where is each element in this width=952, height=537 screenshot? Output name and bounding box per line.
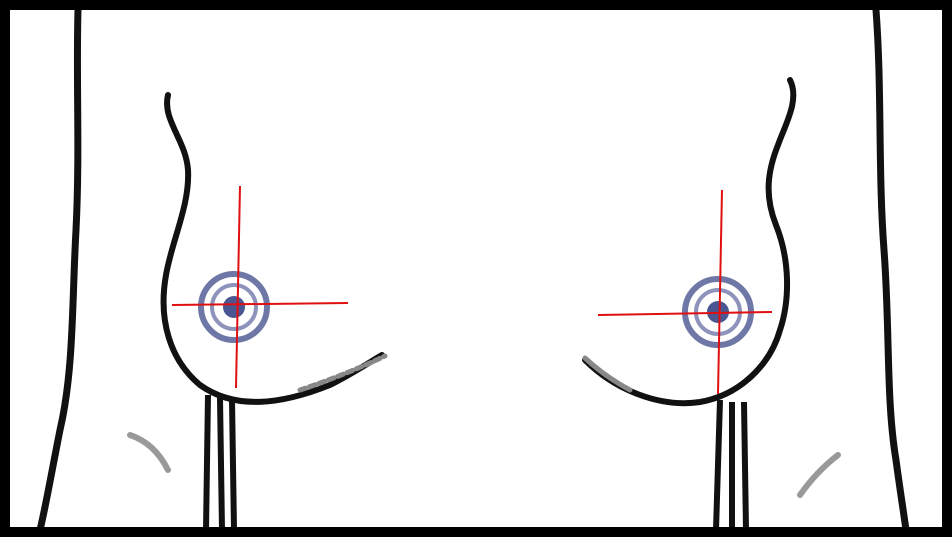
nipple-left (223, 296, 245, 318)
nipple-marker-left (201, 274, 267, 340)
